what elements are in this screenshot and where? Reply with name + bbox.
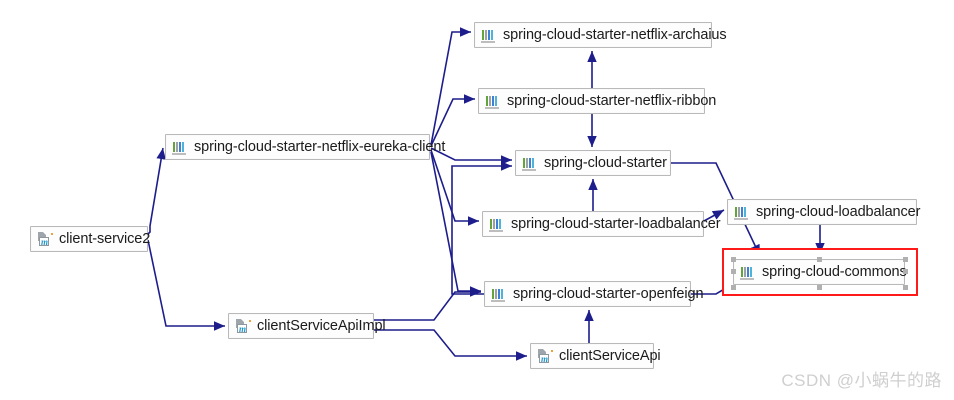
node-spring-cloud-starter[interactable]: spring-cloud-starter — [515, 150, 671, 176]
node-spring-cloud-commons[interactable]: spring-cloud-commons — [733, 259, 907, 285]
node-spring-cloud-loadbalancer[interactable]: spring-cloud-loadbalancer — [727, 199, 921, 225]
node-label: spring-cloud-starter — [544, 154, 667, 171]
library-icon — [522, 156, 537, 171]
edge-clientserviceapiimpl-to-clientserviceapi — [374, 329, 527, 361]
node-label: spring-cloud-starter-netflix-eureka-clie… — [194, 138, 446, 155]
node-label: spring-cloud-starter-loadbalancer — [511, 215, 721, 232]
node-label: spring-cloud-starter-netflix-ribbon — [507, 92, 717, 109]
library-icon — [734, 205, 749, 220]
node-label: spring-cloud-starter-netflix-archaius — [503, 26, 727, 43]
node-label: client-service2 — [59, 230, 151, 247]
node-spring-cloud-starter-openfeign[interactable]: spring-cloud-starter-openfeign — [484, 281, 704, 307]
node-spring-cloud-starter-netflix-ribbon[interactable]: spring-cloud-starter-netflix-ribbon — [478, 88, 716, 114]
library-icon — [489, 217, 504, 232]
node-spring-cloud-starter-netflix-eureka-client[interactable]: spring-cloud-starter-netflix-eureka-clie… — [165, 134, 445, 160]
library-icon — [491, 287, 506, 302]
node-client-service2[interactable]: m client-service2 — [30, 226, 151, 252]
maven-module-icon: m — [235, 318, 251, 334]
edge-client-service2-to-clientserviceapiimpl — [147, 239, 225, 331]
maven-module-icon: m — [537, 348, 553, 364]
maven-module-icon: m — [37, 231, 53, 247]
library-icon — [481, 28, 496, 43]
node-label: clientServiceApiImpl — [257, 317, 386, 334]
edge-client-service2-to-eureka-client — [147, 147, 166, 235]
resize-handle-e[interactable] — [903, 269, 908, 274]
edge-clientserviceapiimpl-to-openfeign — [374, 287, 481, 321]
node-clientserviceapi[interactable]: m clientServiceApi — [530, 343, 661, 369]
node-clientserviceapiimpl[interactable]: m clientServiceApiImpl — [228, 313, 386, 339]
resize-handle-sw[interactable] — [731, 285, 736, 290]
resize-handle-w[interactable] — [731, 269, 736, 274]
node-spring-cloud-starter-loadbalancer[interactable]: spring-cloud-starter-loadbalancer — [482, 211, 721, 237]
resize-handle-s[interactable] — [817, 285, 822, 290]
edge-eureka-to-archaius — [430, 27, 471, 146]
library-icon — [740, 265, 755, 280]
node-label: spring-cloud-commons — [762, 263, 907, 280]
edge-eureka-to-openfeign — [430, 151, 481, 296]
node-spring-cloud-starter-netflix-archaius[interactable]: spring-cloud-starter-netflix-archaius — [474, 22, 727, 48]
library-icon — [172, 140, 187, 155]
watermark: CSDN @小蜗牛的路 — [781, 371, 942, 390]
library-icon — [485, 94, 500, 109]
node-label: spring-cloud-starter-openfeign — [513, 285, 704, 302]
node-label: spring-cloud-loadbalancer — [756, 203, 921, 220]
node-label: clientServiceApi — [559, 347, 661, 364]
resize-handle-nw[interactable] — [731, 257, 736, 262]
resize-handle-ne[interactable] — [903, 257, 908, 262]
resize-handle-se[interactable] — [903, 285, 908, 290]
edge-eureka-to-loadbalancer-starter — [430, 149, 479, 226]
resize-handle-n[interactable] — [817, 257, 822, 262]
